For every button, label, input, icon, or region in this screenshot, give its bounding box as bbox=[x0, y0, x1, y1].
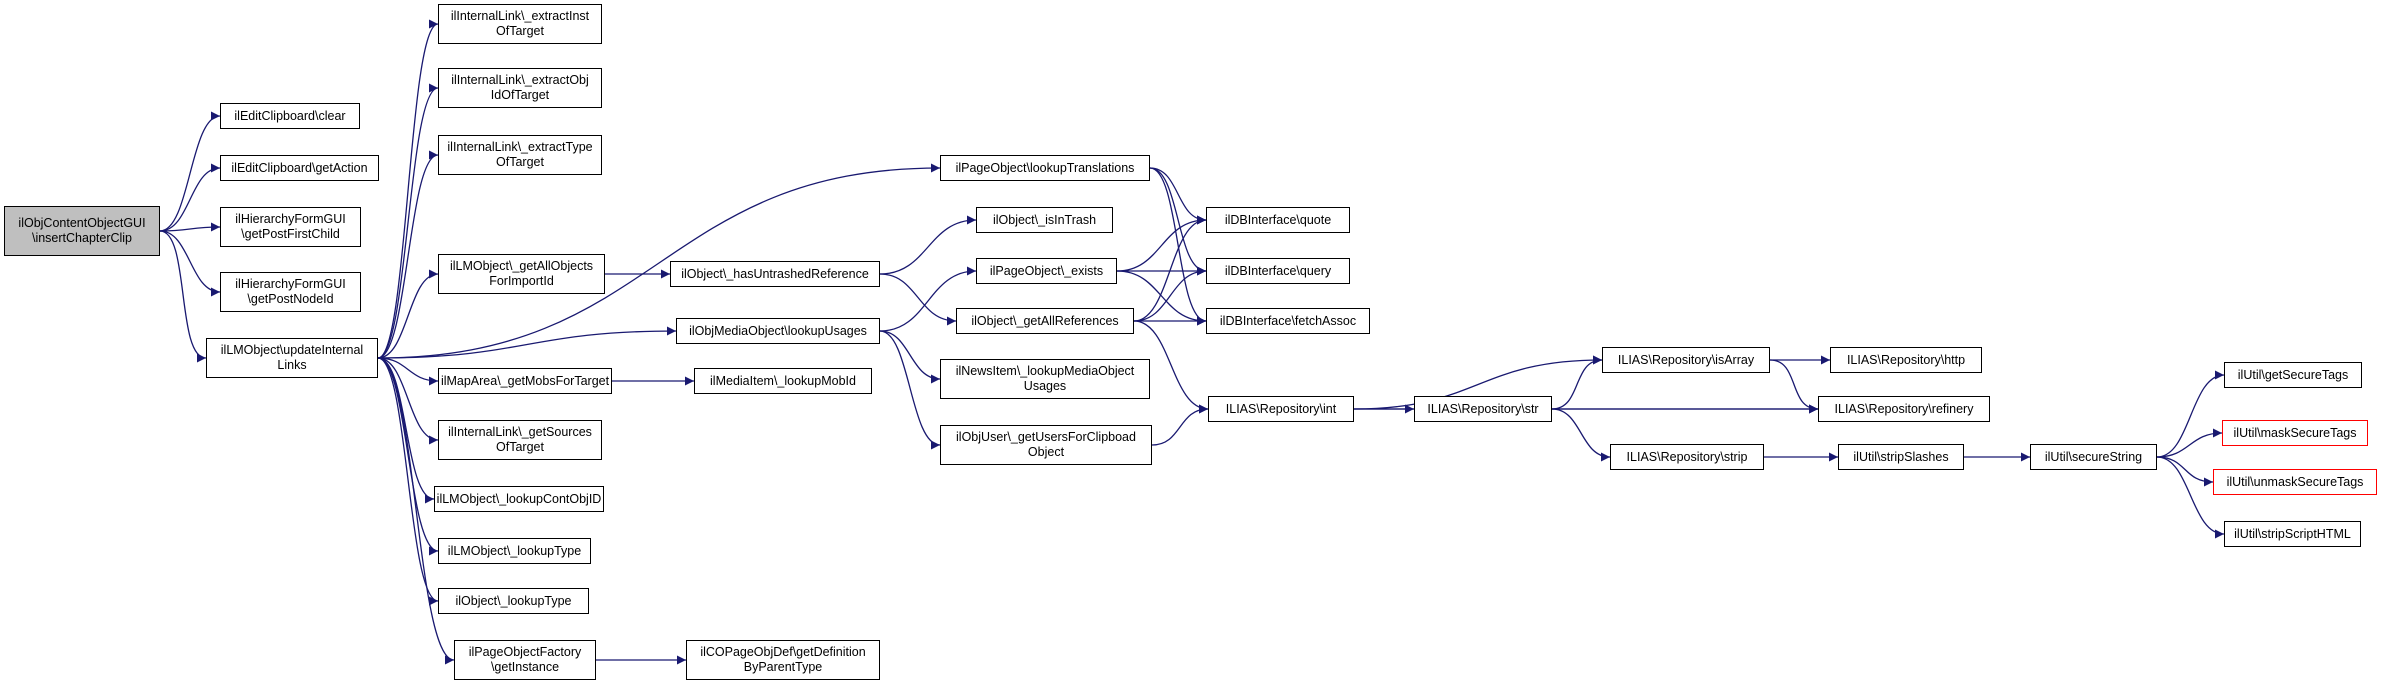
node-get-action[interactable]: ilEditClipboard\getAction bbox=[220, 155, 379, 181]
node-fetch-assoc[interactable]: ilDBInterface\fetchAssoc bbox=[1206, 308, 1370, 334]
edge-hasUntrashed-to-isInTrash bbox=[879, 215, 977, 275]
edge-lookupUsages-to-newsLookup bbox=[879, 330, 941, 384]
edge-updateInternalLinks-to-lmLookupType bbox=[377, 357, 439, 556]
node-extract-inst[interactable]: ilInternalLink\_extractInst OfTarget bbox=[438, 4, 602, 44]
edge-root-to-getPostFirstChild bbox=[159, 222, 221, 232]
edge-getAllReferences-to-query bbox=[1133, 266, 1207, 322]
edge-root-to-clear bbox=[159, 111, 221, 232]
edge-secureString-to-maskSecureTags bbox=[2156, 428, 2223, 458]
node-http[interactable]: ILIAS\Repository\http bbox=[1830, 347, 1982, 373]
node-get-users-for-clip[interactable]: ilObjUser\_getUsersForClipboad Object bbox=[940, 425, 1152, 465]
node-strip-script-html[interactable]: ilUtil\stripScriptHTML bbox=[2224, 521, 2361, 547]
node-get-definition[interactable]: ilCOPageObjDef\getDefinition ByParentTyp… bbox=[686, 640, 880, 680]
node-lookup-usages[interactable]: ilObjMediaObject\lookupUsages bbox=[676, 318, 880, 344]
edge-pageExists-to-quote bbox=[1116, 215, 1207, 272]
edge-root-to-updateInternalLinks bbox=[159, 230, 207, 363]
edge-pageExists-to-fetchAssoc bbox=[1116, 270, 1207, 326]
edge-updateInternalLinks-to-getAllObjects bbox=[377, 269, 439, 359]
edge-getAllReferences-to-repoInt bbox=[1133, 320, 1209, 414]
edge-updateInternalLinks-to-extractInst bbox=[377, 19, 439, 359]
edge-updateInternalLinks-to-lookupTranslations bbox=[377, 163, 941, 359]
node-mask-secure-tags[interactable]: ilUtil\maskSecureTags bbox=[2222, 420, 2368, 446]
edge-root-to-getAction bbox=[159, 163, 221, 232]
node-root: ilObjContentObjectGUI \insertChapterClip bbox=[4, 206, 160, 256]
edge-getUsersForClip-to-repoInt bbox=[1151, 404, 1209, 446]
node-news-lookup[interactable]: ilNewsItem\_lookupMediaObject Usages bbox=[940, 359, 1150, 399]
node-is-array[interactable]: ILIAS\Repository\isArray bbox=[1602, 347, 1770, 373]
edge-secureString-to-unmaskSecureTags bbox=[2156, 456, 2214, 487]
node-quote[interactable]: ilDBInterface\quote bbox=[1206, 207, 1350, 233]
node-get-instance[interactable]: ilPageObjectFactory \getInstance bbox=[454, 640, 596, 680]
edge-lookupTranslations-to-fetchAssoc bbox=[1149, 167, 1207, 326]
edge-lookupTranslations-to-query bbox=[1149, 167, 1207, 276]
node-get-post-first-child[interactable]: ilHierarchyFormGUI \getPostFirstChild bbox=[220, 207, 361, 247]
edge-repoStr-to-strip bbox=[1551, 408, 1611, 462]
node-update-internal-links[interactable]: ilLMObject\updateInternal Links bbox=[206, 338, 378, 378]
node-clear[interactable]: ilEditClipboard\clear bbox=[220, 103, 360, 129]
node-extract-type[interactable]: ilInternalLink\_extractType OfTarget bbox=[438, 135, 602, 175]
edge-repoInt-to-isArray bbox=[1353, 355, 1603, 410]
edge-updateInternalLinks-to-lookupUsages bbox=[377, 326, 677, 359]
node-refinery[interactable]: ILIAS\Repository\refinery bbox=[1818, 396, 1990, 422]
node-obj-lookup-type[interactable]: ilObject\_lookupType bbox=[438, 588, 589, 614]
edge-updateInternalLinks-to-getInstance bbox=[377, 357, 455, 665]
edge-lookupUsages-to-pageExists bbox=[879, 266, 977, 332]
edge-updateInternalLinks-to-getMobsForTarget bbox=[377, 357, 439, 386]
edge-getAllReferences-to-quote bbox=[1133, 215, 1207, 322]
node-unmask-secure-tags[interactable]: ilUtil\unmaskSecureTags bbox=[2213, 469, 2377, 495]
node-query[interactable]: ilDBInterface\query bbox=[1206, 258, 1350, 284]
edge-updateInternalLinks-to-lookupContObjID bbox=[377, 357, 435, 504]
edge-lookupUsages-to-getUsersForClip bbox=[879, 330, 941, 450]
edge-root-to-getPostNodeId bbox=[159, 230, 221, 297]
node-lookup-translations[interactable]: ilPageObject\lookupTranslations bbox=[940, 155, 1150, 181]
node-repo-str[interactable]: ILIAS\Repository\str bbox=[1414, 396, 1552, 422]
node-lookup-cont-obj-id[interactable]: ilLMObject\_lookupContObjID bbox=[434, 486, 604, 512]
node-extract-obj[interactable]: ilInternalLink\_extractObj IdOfTarget bbox=[438, 68, 602, 108]
node-lm-lookup-type[interactable]: ilLMObject\_lookupType bbox=[438, 538, 591, 564]
node-lookup-mob-id[interactable]: ilMediaItem\_lookupMobId bbox=[694, 368, 872, 394]
node-get-post-node-id[interactable]: ilHierarchyFormGUI \getPostNodeId bbox=[220, 272, 361, 312]
node-secure-string[interactable]: ilUtil\secureString bbox=[2030, 444, 2157, 470]
edge-isArray-to-refinery bbox=[1769, 359, 1819, 414]
node-get-mobs-for-target[interactable]: ilMapArea\_getMobsForTarget bbox=[438, 368, 612, 394]
node-get-all-objects[interactable]: ilLMObject\_getAllObjects ForImportId bbox=[438, 254, 605, 294]
edge-hasUntrashed-to-getAllReferences bbox=[879, 273, 957, 326]
node-strip-slashes[interactable]: ilUtil\stripSlashes bbox=[1838, 444, 1964, 470]
node-has-untrashed[interactable]: ilObject\_hasUntrashedReference bbox=[670, 261, 880, 287]
node-repo-int[interactable]: ILIAS\Repository\int bbox=[1208, 396, 1354, 422]
node-page-exists[interactable]: ilPageObject\_exists bbox=[976, 258, 1117, 284]
node-get-all-references[interactable]: ilObject\_getAllReferences bbox=[956, 308, 1134, 334]
edge-updateInternalLinks-to-getSources bbox=[377, 357, 439, 445]
edge-updateInternalLinks-to-objLookupType bbox=[377, 357, 439, 606]
edge-updateInternalLinks-to-extractObj bbox=[377, 83, 439, 359]
node-get-sources[interactable]: ilInternalLink\_getSources OfTarget bbox=[438, 420, 602, 460]
edge-secureString-to-getSecureTags bbox=[2156, 370, 2225, 458]
node-strip[interactable]: ILIAS\Repository\strip bbox=[1610, 444, 1764, 470]
node-get-secure-tags[interactable]: ilUtil\getSecureTags bbox=[2224, 362, 2362, 388]
edge-lookupTranslations-to-quote bbox=[1149, 167, 1207, 225]
edge-repoStr-to-isArray bbox=[1551, 355, 1603, 410]
edge-updateInternalLinks-to-extractType bbox=[377, 150, 439, 359]
node-is-in-trash[interactable]: ilObject\_isInTrash bbox=[976, 207, 1113, 233]
edge-secureString-to-stripScriptHTML bbox=[2156, 456, 2225, 539]
